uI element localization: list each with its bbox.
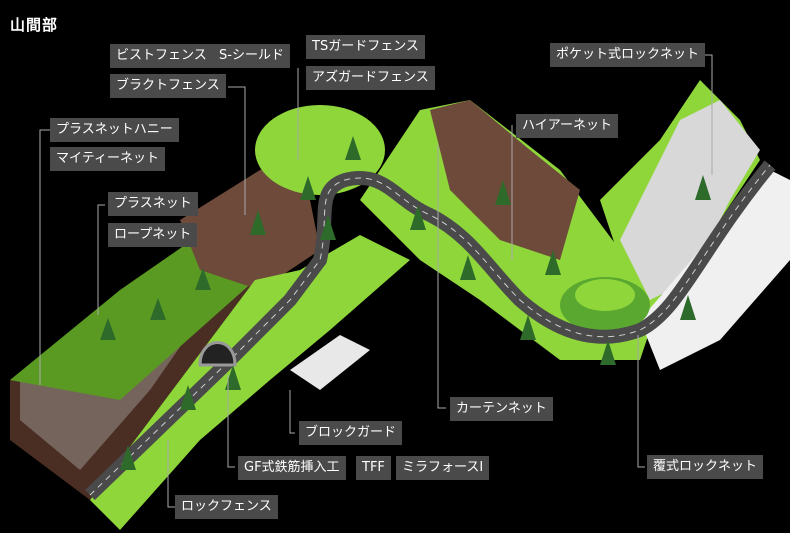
right-cliff-base [640,170,790,370]
label-plasnet-honey[interactable]: プラスネットハニー [50,118,179,142]
label-bist-fence[interactable]: ビストフェンス [110,44,213,68]
leader-lines [39,54,713,508]
label-az-guard-fence[interactable]: アズガードフェンス [306,66,435,90]
lower-grass-bank [90,235,410,530]
label-mirafors[interactable]: ミラフォースⅠ [396,456,490,480]
label-block-guard[interactable]: ブロックガード [299,421,403,445]
label-plasnet[interactable]: プラスネット [108,192,198,216]
label-tff[interactable]: TFF [356,456,391,480]
label-s-shield[interactable]: S-シールド [213,44,290,68]
road-line [89,164,771,496]
label-mighty-net[interactable]: マイティーネット [50,147,165,171]
center-brown-cliff [430,100,580,260]
label-rock-fence[interactable]: ロックフェンス [175,495,278,519]
tunnel-portal [198,341,237,367]
label-curtain-net[interactable]: カーテンネット [450,397,553,421]
terraced-mound-top [575,279,635,311]
page-title: 山間部 [10,16,59,34]
label-covered-rocknet[interactable]: 覆式ロックネット [647,455,764,479]
trees [100,136,711,470]
label-rope-net[interactable]: ロープネット [108,223,198,247]
right-rock-face [620,100,760,300]
label-ts-guard-fence[interactable]: TSガードフェンス [306,35,425,59]
label-pocket-rocknet[interactable]: ポケット式ロックネット [550,43,706,67]
label-blacto-fence[interactable]: ブラクトフェンス [110,74,226,98]
block-guard-base [290,335,370,390]
label-gf-rebar[interactable]: GF式鉄筋挿入工 [238,456,346,480]
label-hire-net[interactable]: ハイアーネット [516,114,618,138]
